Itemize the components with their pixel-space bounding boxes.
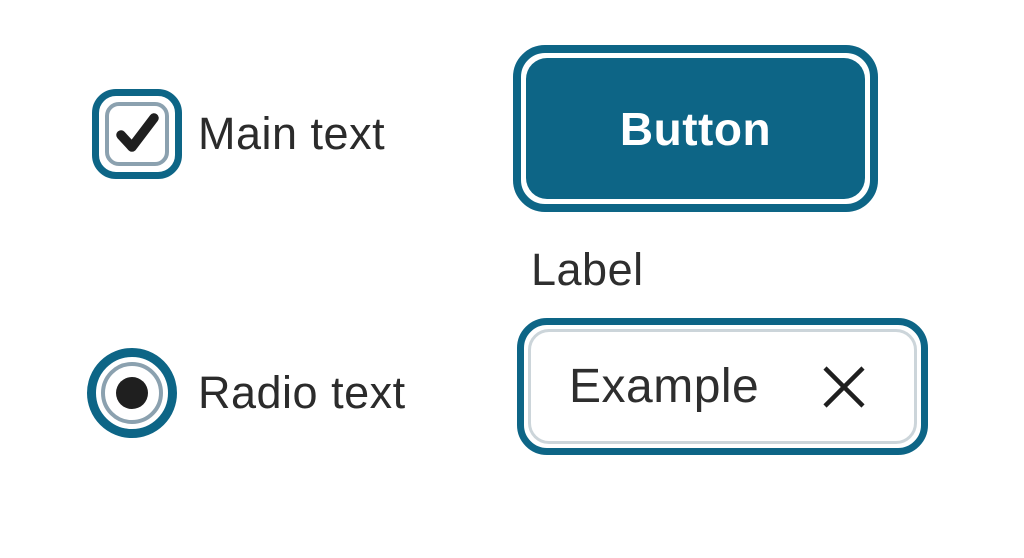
primary-button[interactable]: Button <box>513 45 878 212</box>
checkbox[interactable] <box>92 89 182 179</box>
checkbox-box <box>105 102 169 166</box>
checkmark-icon <box>116 112 159 152</box>
input-label: Label <box>531 244 644 295</box>
text-input-inner <box>528 329 917 444</box>
radio-button[interactable] <box>87 348 177 438</box>
x-icon[interactable] <box>818 361 870 413</box>
radio-label: Radio text <box>198 367 406 418</box>
text-input[interactable] <box>569 359 806 414</box>
primary-button-label: Button <box>526 58 865 199</box>
text-input-container <box>517 318 928 455</box>
radio-ring <box>101 362 163 424</box>
radio-dot <box>116 377 148 409</box>
checkbox-label: Main text <box>198 108 386 159</box>
